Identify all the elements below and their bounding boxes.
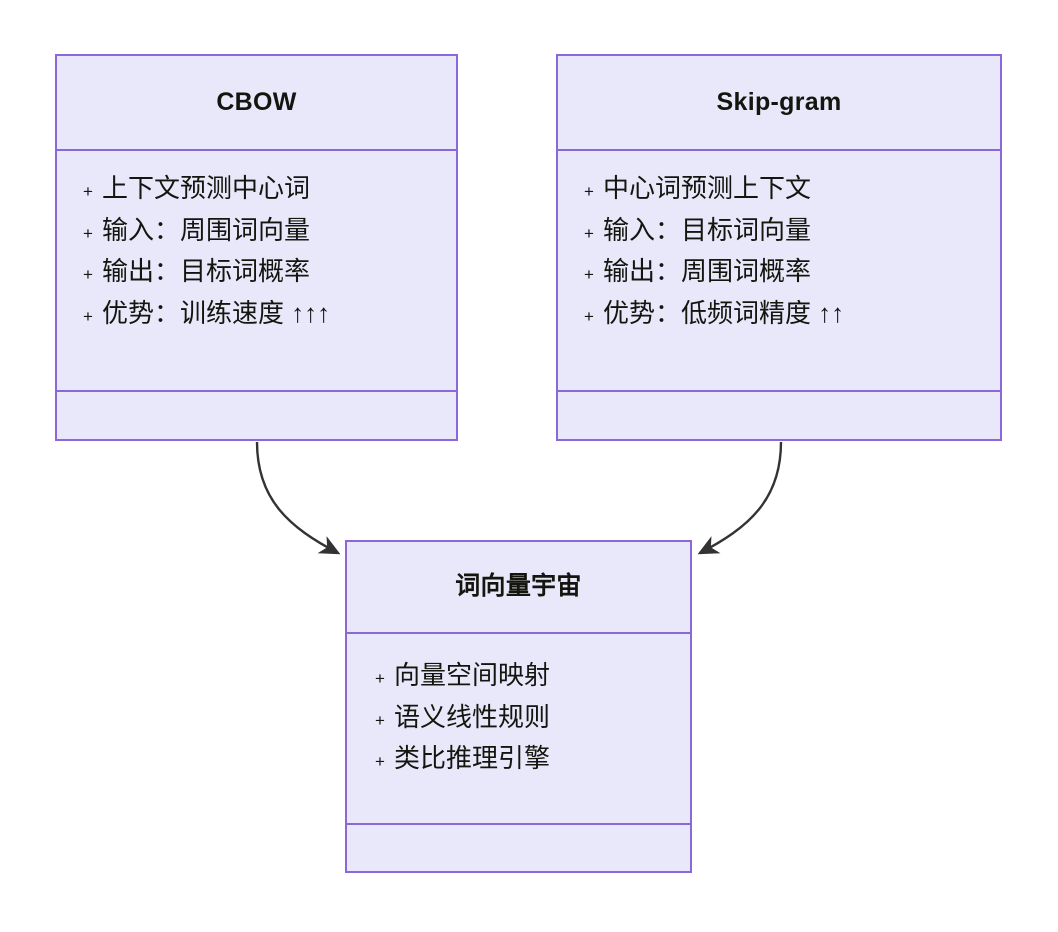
member-label: 优势：低频词精度 ↑↑ bbox=[602, 298, 845, 329]
class-members-universe: + 向量空间映射 + 语义线性规则 + 类比推理引擎 bbox=[347, 634, 690, 825]
visibility-marker: + bbox=[83, 265, 93, 285]
class-title-cbow: CBOW bbox=[216, 87, 297, 116]
class-member-row: + 优势：训练速度 ↑↑↑ bbox=[57, 298, 456, 329]
class-member-row: + 优势：低频词精度 ↑↑ bbox=[558, 298, 1000, 329]
class-members-skipgram: + 中心词预测上下文 + 输入：目标词向量 + 输出：周围词概率 + 优势：低频… bbox=[558, 151, 1000, 392]
visibility-marker: + bbox=[584, 265, 594, 285]
class-member-row: + 输出：周围词概率 bbox=[558, 256, 1000, 287]
class-header-skipgram: Skip-gram bbox=[558, 56, 1000, 151]
class-member-row: + 输出：目标词概率 bbox=[57, 256, 456, 287]
visibility-marker: + bbox=[83, 307, 93, 327]
class-member-row: + 中心词预测上下文 bbox=[558, 173, 1000, 204]
edge-cbow-to-universe bbox=[255, 441, 341, 555]
visibility-marker: + bbox=[83, 182, 93, 201]
class-member-row: + 类比推理引擎 bbox=[347, 743, 690, 774]
class-title-universe: 词向量宇宙 bbox=[455, 572, 582, 601]
member-label: 上下文预测中心词 bbox=[101, 173, 310, 203]
visibility-marker: + bbox=[83, 223, 93, 243]
visibility-marker: + bbox=[584, 182, 594, 201]
member-label: 中心词预测上下文 bbox=[602, 173, 811, 203]
member-label: 向量空间映射 bbox=[393, 660, 550, 690]
class-member-row: + 语义线性规则 bbox=[347, 702, 690, 733]
class-methods-skipgram bbox=[558, 392, 1000, 439]
class-member-row: + 上下文预测中心词 bbox=[57, 173, 456, 204]
member-label: 类比推理引擎 bbox=[393, 743, 550, 774]
member-label: 语义线性规则 bbox=[393, 701, 550, 732]
visibility-marker: + bbox=[584, 223, 594, 243]
class-header-cbow: CBOW bbox=[57, 56, 456, 151]
visibility-marker: + bbox=[375, 752, 385, 772]
class-methods-universe bbox=[347, 825, 690, 871]
edge-skipgram-to-universe bbox=[697, 441, 783, 555]
class-box-skipgram[interactable]: Skip-gram + 中心词预测上下文 + 输入：目标词向量 + 输出：周围词… bbox=[556, 54, 1002, 441]
member-label: 输入：目标词向量 bbox=[602, 214, 811, 245]
visibility-marker: + bbox=[584, 307, 594, 327]
class-members-cbow: + 上下文预测中心词 + 输入：周围词向量 + 输出：目标词概率 + 优势：训练… bbox=[57, 151, 456, 392]
member-label: 输入：周围词向量 bbox=[101, 214, 310, 245]
member-label: 输出：目标词概率 bbox=[101, 256, 310, 287]
class-title-skipgram: Skip-gram bbox=[716, 87, 842, 116]
class-member-row: + 输入：目标词向量 bbox=[558, 215, 1000, 246]
member-label: 优势：训练速度 ↑↑↑ bbox=[101, 298, 331, 329]
visibility-marker: + bbox=[375, 710, 385, 730]
class-member-row: + 向量空间映射 bbox=[347, 660, 690, 691]
member-label: 输出：周围词概率 bbox=[602, 256, 811, 287]
visibility-marker: + bbox=[375, 669, 385, 688]
class-member-row: + 输入：周围词向量 bbox=[57, 215, 456, 246]
class-box-universe[interactable]: 词向量宇宙 + 向量空间映射 + 语义线性规则 + 类比推理引擎 bbox=[345, 540, 692, 873]
class-methods-cbow bbox=[57, 392, 456, 439]
class-header-universe: 词向量宇宙 bbox=[347, 542, 690, 634]
class-box-cbow[interactable]: CBOW + 上下文预测中心词 + 输入：周围词向量 + 输出：目标词概率 + … bbox=[55, 54, 458, 441]
